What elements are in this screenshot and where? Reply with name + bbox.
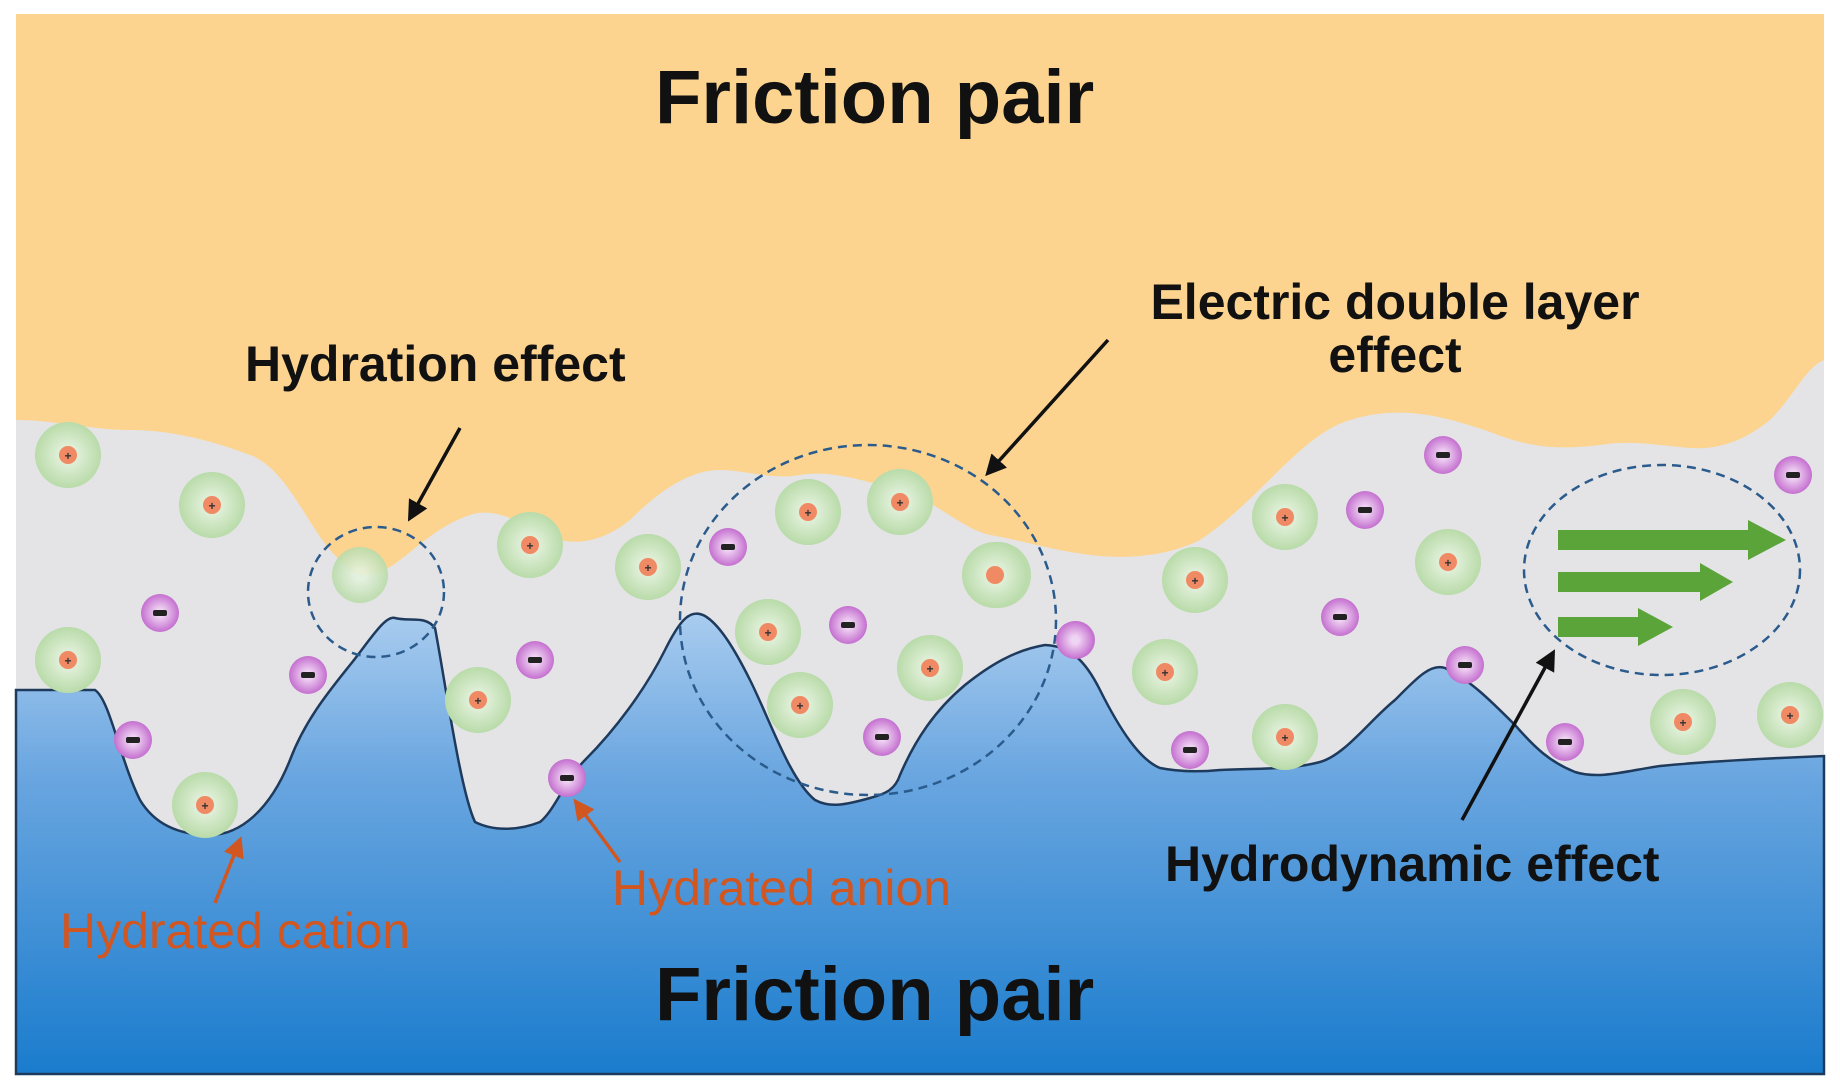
lower-friction-surface bbox=[14, 612, 1826, 1076]
hydrated-anion bbox=[863, 718, 901, 756]
hydrated-cation: + bbox=[735, 599, 801, 665]
hydrated-cation: + bbox=[1415, 529, 1481, 595]
edl-effect-arrow bbox=[985, 338, 1110, 477]
svg-text:+: + bbox=[201, 799, 208, 813]
hydrodynamic-effect-circle bbox=[1522, 463, 1802, 677]
hydrated-cation: + bbox=[897, 635, 963, 701]
svg-text:+: + bbox=[1161, 666, 1168, 680]
svg-text:+: + bbox=[1281, 731, 1288, 745]
hydrated-anion bbox=[1546, 723, 1584, 761]
top-friction-pair-label: Friction pair bbox=[655, 55, 1095, 140]
hydrated-anion-label: Hydrated anion bbox=[612, 860, 952, 916]
hydrated-anion bbox=[829, 606, 867, 644]
hydrated-anion bbox=[1056, 621, 1094, 659]
flow-arrow bbox=[1558, 563, 1733, 601]
hydrated-anion bbox=[1346, 491, 1384, 529]
svg-text:+: + bbox=[644, 561, 651, 575]
anion-group bbox=[114, 436, 1812, 797]
edl-effect-label: Electric double layer effect bbox=[1100, 276, 1690, 381]
hydrated-anion-arrow bbox=[573, 798, 622, 864]
hydration-effect-circle bbox=[306, 525, 446, 659]
hydrated-cation bbox=[332, 547, 388, 603]
hydrated-cation: + bbox=[1757, 682, 1823, 748]
hydrodynamic-effect-label: Hydrodynamic effect bbox=[1165, 836, 1660, 892]
svg-text:+: + bbox=[474, 694, 481, 708]
hydrated-cation: + bbox=[867, 469, 933, 535]
hydrated-cation-arrow bbox=[213, 836, 244, 904]
svg-text:+: + bbox=[896, 496, 903, 510]
hydrated-cation: + bbox=[497, 512, 563, 578]
hydrated-cation: + bbox=[1252, 484, 1318, 550]
svg-text:+: + bbox=[1786, 709, 1793, 723]
hydrated-cation: + bbox=[35, 422, 101, 488]
hydrated-cation: + bbox=[615, 534, 681, 600]
svg-text:+: + bbox=[64, 449, 71, 463]
svg-text:+: + bbox=[1281, 511, 1288, 525]
hydrated-anion bbox=[1446, 646, 1484, 684]
hydrated-cation: + bbox=[35, 627, 101, 693]
hydration-effect-label: Hydration effect bbox=[245, 336, 626, 392]
svg-text:+: + bbox=[804, 506, 811, 520]
hydrated-anion bbox=[709, 528, 747, 566]
bottom-friction-pair-label: Friction pair bbox=[655, 952, 1095, 1037]
flow-arrow bbox=[1558, 520, 1786, 560]
hydrated-cation bbox=[962, 542, 1028, 608]
svg-text:+: + bbox=[1444, 556, 1451, 570]
hydrated-cation: + bbox=[1252, 704, 1318, 770]
hydrated-cation: + bbox=[1132, 639, 1198, 705]
hydrated-anion bbox=[1424, 436, 1462, 474]
svg-text:+: + bbox=[764, 626, 771, 640]
hydrated-cation: + bbox=[179, 472, 245, 538]
hydrated-anion bbox=[1171, 731, 1209, 769]
flow-arrow bbox=[1558, 608, 1673, 646]
hydrated-cation: + bbox=[775, 479, 841, 545]
edl-effect-label-line2: effect bbox=[1328, 326, 1462, 383]
upper-friction-surface bbox=[16, 14, 1824, 576]
hydrated-cation: + bbox=[767, 672, 833, 738]
svg-text:+: + bbox=[796, 699, 803, 713]
hydrated-cation: + bbox=[1162, 547, 1228, 613]
svg-text:+: + bbox=[64, 654, 71, 668]
hydrated-anion bbox=[1774, 456, 1812, 494]
hydrated-anion bbox=[1321, 598, 1359, 636]
hydrated-anion bbox=[548, 759, 586, 797]
cation-group: + + + + + + + + + + + + + + + + + + + + bbox=[35, 422, 1823, 838]
hydrated-cation: + bbox=[1650, 689, 1716, 755]
hydrated-anion bbox=[114, 721, 152, 759]
svg-text:+: + bbox=[208, 499, 215, 513]
svg-text:+: + bbox=[1679, 716, 1686, 730]
hydrated-cation-label: Hydrated cation bbox=[60, 903, 411, 959]
hydrated-cation: + bbox=[445, 667, 511, 733]
hydration-effect-arrow bbox=[407, 427, 462, 522]
hydrated-cation: + bbox=[172, 772, 238, 838]
svg-text:+: + bbox=[926, 662, 933, 676]
flow-arrows bbox=[1558, 520, 1786, 646]
hydrodynamic-effect-arrow bbox=[1460, 649, 1556, 821]
hydrated-anion bbox=[289, 656, 327, 694]
edl-effect-label-line1: Electric double layer bbox=[1150, 274, 1640, 330]
svg-text:+: + bbox=[1191, 574, 1198, 588]
edl-effect-circle bbox=[678, 443, 1058, 797]
svg-text:+: + bbox=[526, 539, 533, 553]
hydrated-anion bbox=[141, 594, 179, 632]
hydrated-anion bbox=[516, 641, 554, 679]
